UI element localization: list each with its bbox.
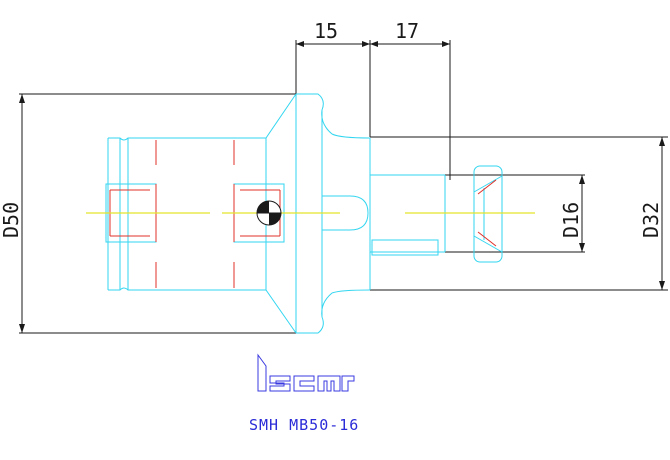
part-outline [105,93,503,334]
dim-d50-label: D50 [0,202,23,238]
dim-15-label: 15 [314,19,338,43]
dim-17-label: 17 [395,19,419,43]
center-symbol-icon [256,200,282,226]
brand-logo [257,353,355,392]
hidden-lines [109,140,497,288]
dim-d32-label: D32 [639,202,663,238]
dimension-lines [19,40,668,334]
dim-d16-label: D16 [559,202,583,238]
part-code-caption: SMH MB50-16 [249,416,359,434]
